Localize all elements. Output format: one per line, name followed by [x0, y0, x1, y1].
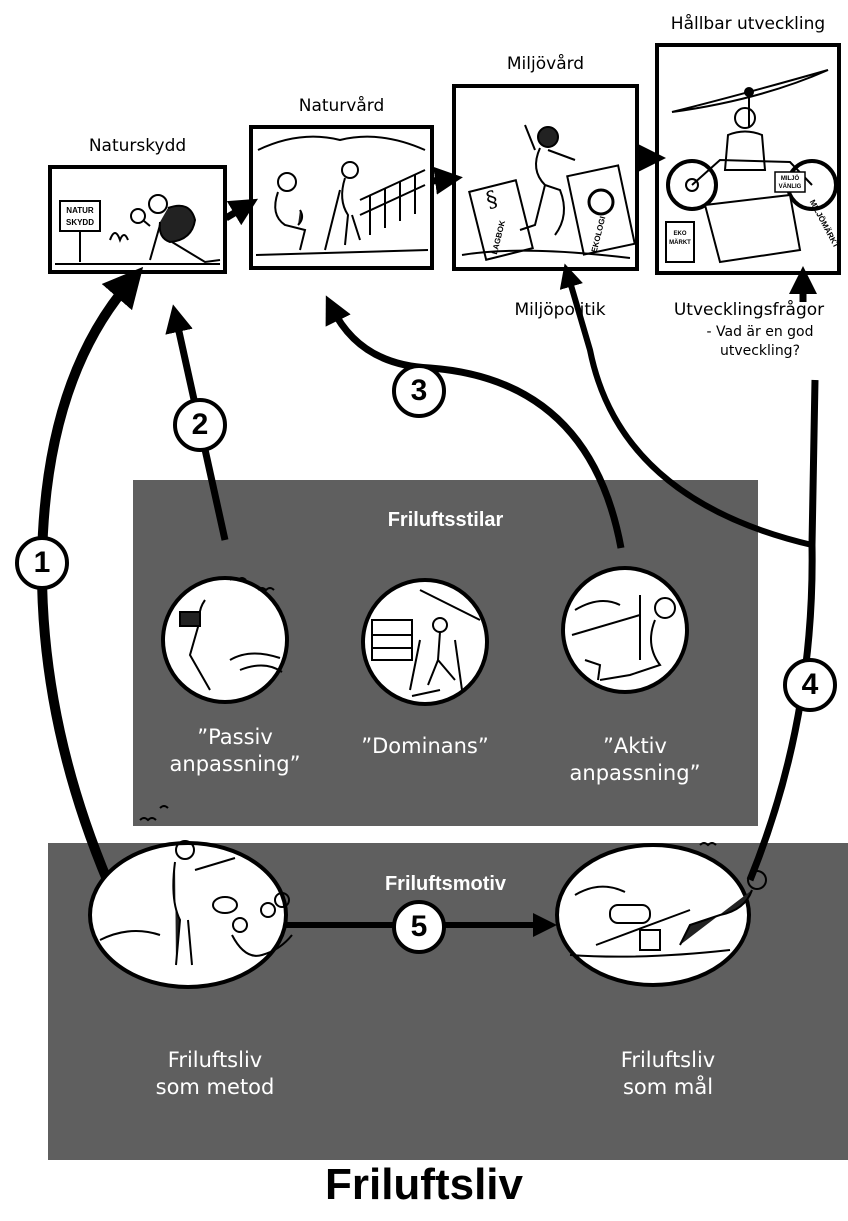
caption-passiv-line-1: ”Passiv — [197, 725, 273, 749]
stage-label-hallbar: Hållbar utveckling — [670, 14, 826, 34]
badge-4: 4 — [783, 658, 837, 712]
landscape-workers-icon — [255, 135, 429, 256]
caption-metod-line-2: som metod — [155, 1075, 275, 1100]
caption-dominans-line-1: ”Dominans” — [361, 734, 489, 758]
friluftsstilar-title: Friluftsstilar — [387, 509, 504, 531]
book-lagbok-icon: § LAGBOK — [468, 179, 534, 261]
photographer-icon — [179, 577, 283, 691]
stage-box-hallbar-utveckling: MILJÖ VÄNLIG MILJÖMÄRKT EKO MÄRKT — [655, 43, 841, 275]
stage-box-naturskydd: NATUR SKYDD — [48, 165, 227, 274]
miljo-vanlig-text-2: VÄNLIG — [779, 183, 802, 190]
caption-mal: Friluftsliv som mål — [593, 1047, 743, 1102]
stage-box-naturvard — [249, 125, 434, 270]
can-icon: EKO MÄRKT — [665, 221, 695, 263]
motive-ellipse-mal — [555, 842, 767, 987]
caption-aktiv-line-1: ”Aktiv — [603, 734, 667, 758]
miljopolitik-label: Miljöpolitik — [514, 300, 606, 320]
utveckling-question-line-2: utveckling? — [719, 342, 801, 359]
person-hammer-icon — [461, 124, 631, 259]
sign-icon: NATUR SKYDD — [59, 200, 101, 262]
caption-mal-line-2: som mål — [622, 1075, 714, 1100]
arrow-naturvard-miljovard — [432, 166, 463, 195]
caption-metod: Friluftsliv som metod — [140, 1047, 290, 1102]
stage-label-naturvard: Naturvård — [298, 96, 385, 116]
caption-aktiv-line-2: anpassning” — [569, 761, 701, 786]
badge-5: 5 — [392, 900, 446, 954]
stage-label-naturskydd: Naturskydd — [88, 136, 187, 156]
stage-arrows — [224, 144, 666, 226]
person-magnifier-icon — [55, 194, 221, 265]
caption-dominans: ”Dominans” — [350, 733, 500, 760]
caption-metod-line-1: Friluftsliv — [167, 1048, 263, 1072]
arrow-4-miljopolitik — [559, 263, 813, 548]
style-circle-aktiv — [561, 566, 689, 694]
badge-1: 1 — [15, 536, 69, 590]
utvecklingsfragor-label: Utvecklingsfrågor — [673, 300, 825, 320]
stage-box-miljovard: § LAGBOK EKOLOGI — [452, 84, 639, 271]
caption-passiv-line-2: anpassning” — [169, 752, 301, 777]
teacher-group-icon — [99, 805, 293, 966]
arrow-naturskydd-naturvard — [224, 198, 259, 226]
utvecklingsfragor-question: - Vad är en god utveckling? — [680, 323, 840, 361]
angler-icon — [571, 595, 676, 681]
ekomarkt-text-2: MÄRKT — [669, 239, 691, 246]
arrow-3 — [325, 295, 625, 549]
badge-2: 2 — [173, 398, 227, 452]
style-circle-passiv — [161, 576, 289, 704]
book-ekologi-icon: EKOLOGI — [566, 164, 636, 256]
skier-icon — [371, 589, 481, 697]
caption-mal-line-1: Friluftsliv — [620, 1048, 716, 1072]
propeller-icon — [671, 69, 829, 128]
relaxing-person-icon — [569, 842, 767, 958]
person-icon — [723, 107, 767, 171]
ekomarkt-text-1: EKO — [673, 231, 686, 237]
motive-ellipse-metod — [88, 805, 293, 989]
badge-3: 3 — [392, 364, 446, 418]
main-title: Friluftsliv — [324, 1160, 524, 1209]
caption-passiv: ”Passiv anpassning” — [160, 724, 310, 779]
utveckling-question-line-1: - Vad är en god — [706, 324, 814, 340]
sign-text-1: NATUR — [66, 206, 94, 215]
style-circle-dominans — [361, 578, 489, 706]
stage-label-miljovard: Miljövård — [506, 54, 585, 74]
friluftsmotiv-title: Friluftsmotiv — [384, 873, 507, 895]
miljo-vanlig-text-1: MILJÖ — [781, 175, 800, 182]
sign-text-2: SKYDD — [66, 218, 94, 227]
arrow-4 — [746, 379, 819, 882]
caption-aktiv: ”Aktiv anpassning” — [560, 733, 710, 788]
